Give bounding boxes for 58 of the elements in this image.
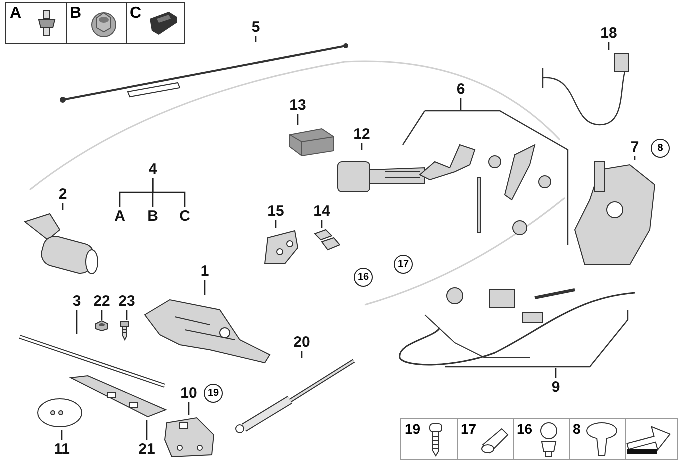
leader-line xyxy=(460,98,462,110)
leader-line xyxy=(297,114,299,125)
leader-line xyxy=(634,156,636,160)
callout-number: 3 xyxy=(70,292,84,310)
variant-letter: B xyxy=(146,207,160,225)
callout-number: 9 xyxy=(549,378,563,396)
pad-drawing xyxy=(312,228,342,253)
callout-number: 23 xyxy=(115,292,139,310)
nut-drawing xyxy=(94,320,110,332)
leader-line xyxy=(301,351,303,358)
leader-line xyxy=(361,143,363,150)
circled-number: 16 xyxy=(354,268,373,287)
callout-number: 1 xyxy=(198,262,212,280)
callout-number: 4 xyxy=(146,160,160,178)
leader-line xyxy=(126,310,128,320)
circled-number: 8 xyxy=(651,139,670,158)
part-number: 8 xyxy=(573,422,581,436)
callout-number: 21 xyxy=(135,440,159,458)
leader-line xyxy=(152,178,186,207)
bolt-drawing xyxy=(119,320,131,342)
part-number: 16 xyxy=(517,422,533,436)
variant-letter: A xyxy=(10,6,22,22)
variant-letter: C xyxy=(178,207,192,225)
callout-number: 14 xyxy=(310,202,334,220)
leader-line xyxy=(61,430,63,440)
leader-line xyxy=(255,36,257,42)
variant-letter: A xyxy=(113,207,127,225)
callout-number: 12 xyxy=(350,125,374,143)
lever-set-drawing xyxy=(400,110,570,245)
strip-drawing xyxy=(68,375,168,420)
leader-line xyxy=(146,420,148,440)
leader-line xyxy=(608,42,610,50)
callout-number: 13 xyxy=(286,96,310,114)
leader-line xyxy=(275,220,277,228)
callout-number: 5 xyxy=(248,18,264,36)
leader-line xyxy=(76,310,78,334)
callout-number: 10 xyxy=(177,384,201,402)
leader-line xyxy=(204,280,206,295)
circled-number: 19 xyxy=(204,384,223,403)
leader-line xyxy=(321,220,323,228)
leader-line xyxy=(555,368,557,378)
bracket-plate-drawing xyxy=(162,415,217,460)
callout-number: 20 xyxy=(290,333,314,351)
callout-number: 7 xyxy=(628,138,642,156)
circled-number: 17 xyxy=(394,255,413,274)
callout-number: 22 xyxy=(90,292,114,310)
callout-number: 18 xyxy=(597,24,621,42)
part-number: 19 xyxy=(405,422,421,436)
variant-letter: B xyxy=(70,6,82,22)
leader-line xyxy=(101,310,103,320)
callout-number: 15 xyxy=(264,202,288,220)
callout-number: 2 xyxy=(56,185,70,203)
leader-line xyxy=(62,203,64,210)
leader-line xyxy=(188,402,190,415)
callout-number: 11 xyxy=(50,440,74,458)
callout-number: 6 xyxy=(454,80,468,98)
part-number: 17 xyxy=(461,422,477,436)
variant-letter: C xyxy=(130,6,142,22)
